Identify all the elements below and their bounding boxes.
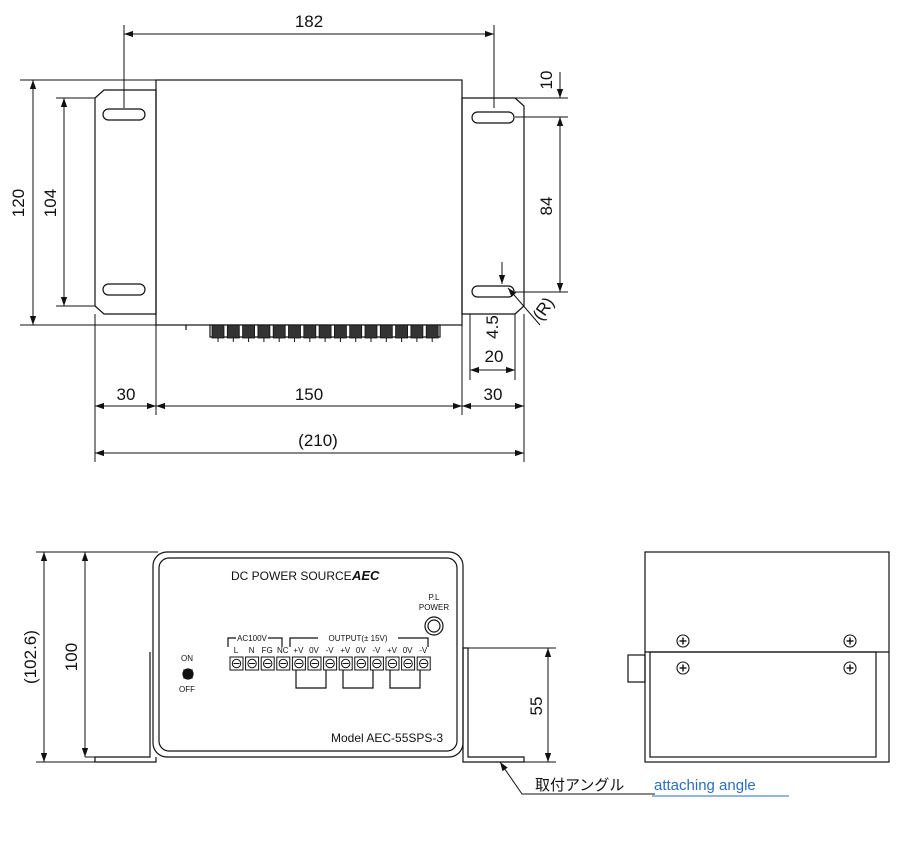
terminal-6: -V — [323, 646, 338, 671]
terminal-screw-top-10 — [364, 324, 378, 342]
right-slot-top — [471, 111, 515, 124]
phillips-screw-icon — [843, 634, 857, 648]
phillips-screw-icon — [676, 661, 690, 675]
terminal-8: 0V — [354, 646, 369, 671]
terminal-screw-top-13 — [410, 324, 424, 342]
panel-title: DC POWER SOURCE — [231, 569, 352, 583]
left-slot-bottom — [102, 283, 146, 296]
terminal-screw-top-4 — [272, 324, 286, 342]
terminal-7: +V — [338, 646, 353, 671]
pl-label: P.L — [429, 593, 441, 602]
dim-102-6: (102.6) — [21, 630, 40, 684]
side-view — [627, 551, 890, 763]
callout-en: attaching angle — [654, 777, 756, 794]
terminal-3: NC — [276, 646, 291, 671]
terminal-screw-top-1 — [226, 324, 240, 342]
front-panel-inner — [158, 557, 458, 752]
power-lamp — [424, 616, 444, 636]
top-view — [94, 79, 525, 338]
terminal-label: +V — [387, 646, 398, 655]
right-bracket — [461, 97, 525, 315]
terminal-screw-top-0 — [211, 324, 225, 342]
terminal-label: +V — [293, 646, 304, 655]
front-dim-labels: (102.6) 100 55 取付アングル attaching angle — [21, 630, 789, 797]
dim-55: 55 — [527, 697, 546, 716]
side-screws — [676, 634, 857, 675]
terminal-screw-top-9 — [349, 324, 363, 342]
terminal-label: 0V — [356, 646, 366, 655]
right-angle — [462, 647, 525, 763]
terminal-label: N — [249, 646, 255, 655]
terminal-label: NC — [277, 646, 289, 655]
terminal-label: 0V — [309, 646, 319, 655]
terminal-screw-top-3 — [257, 324, 271, 342]
terminal-label: -V — [326, 646, 335, 655]
terminal-screw-top-12 — [395, 324, 409, 342]
terminal-screw-top-7 — [318, 324, 332, 342]
dim-10: 10 — [537, 71, 556, 90]
dim-182: 182 — [295, 12, 323, 31]
phillips-screw-icon — [676, 634, 690, 648]
terminal-5: 0V — [307, 646, 322, 671]
dim-100: 100 — [62, 643, 81, 671]
power-switch — [182, 668, 194, 680]
terminal-1: N — [245, 646, 260, 671]
main-body — [155, 79, 463, 326]
terminal-11: 0V — [401, 646, 416, 671]
front-terminal-block: L N FG NC +V 0V -V +V 0V -V +V 0V -V — [229, 646, 431, 671]
terminal-2: FG — [260, 646, 275, 671]
terminal-label: L — [234, 646, 239, 655]
switch-off-label: OFF — [179, 685, 195, 694]
terminal-4: +V — [291, 646, 306, 671]
front-view-dimensions — [36, 551, 655, 795]
dim-104: 104 — [41, 189, 60, 217]
dim-30-left: 30 — [117, 385, 136, 404]
model-label: Model AEC-55SPS-3 — [331, 731, 443, 745]
terminal-label: -V — [372, 646, 381, 655]
terminal-screw-top-2 — [242, 324, 256, 342]
dim-120: 120 — [9, 189, 28, 217]
top-view-labels: 182 120 104 10 84 (R) 4.5 20 30 150 30 (… — [9, 12, 558, 450]
left-angle — [94, 652, 157, 763]
terminal-screw-top-8 — [333, 324, 347, 342]
terminal-screw-top-5 — [288, 324, 301, 342]
dim-30-right: 30 — [484, 385, 503, 404]
dim-4-5: 4.5 — [483, 315, 502, 339]
output-label: OUTPUT(± 15V) — [328, 634, 387, 643]
left-slot-top — [102, 108, 146, 121]
dim-210: (210) — [298, 431, 338, 450]
phillips-screw-icon — [843, 661, 857, 675]
front-view-labels: DC POWER SOURCE AEC P.L POWER ON OFF AC1… — [179, 568, 449, 745]
terminal-0: L — [229, 646, 244, 671]
terminal-10: +V — [385, 646, 400, 671]
terminal-screw-top-6 — [303, 324, 317, 342]
top-view-dimensions — [20, 25, 568, 462]
dim-84: 84 — [537, 197, 556, 216]
left-bracket — [94, 89, 157, 315]
right-slot-bottom — [471, 285, 515, 298]
ac-label: AC100V — [237, 634, 267, 643]
terminal-label: -V — [419, 646, 428, 655]
terminal-label: +V — [340, 646, 351, 655]
terminal-label: FG — [262, 646, 273, 655]
callout-jp: 取付アングル — [535, 776, 624, 794]
brand-logo: AEC — [351, 568, 380, 583]
dim-20: 20 — [485, 347, 504, 366]
side-body — [644, 551, 890, 763]
power-label: POWER — [419, 603, 449, 612]
terminal-label: 0V — [403, 646, 413, 655]
switch-on-label: ON — [181, 654, 193, 663]
dim-150: 150 — [295, 385, 323, 404]
terminal-12: -V — [416, 646, 431, 671]
terminal-screw-top-14 — [425, 324, 439, 342]
dim-radius: (R) — [529, 294, 558, 324]
terminal-9: -V — [369, 646, 384, 671]
side-terminal-knob — [627, 654, 646, 683]
terminal-screw-top-11 — [379, 324, 393, 342]
terminal-screw-row — [211, 324, 439, 342]
